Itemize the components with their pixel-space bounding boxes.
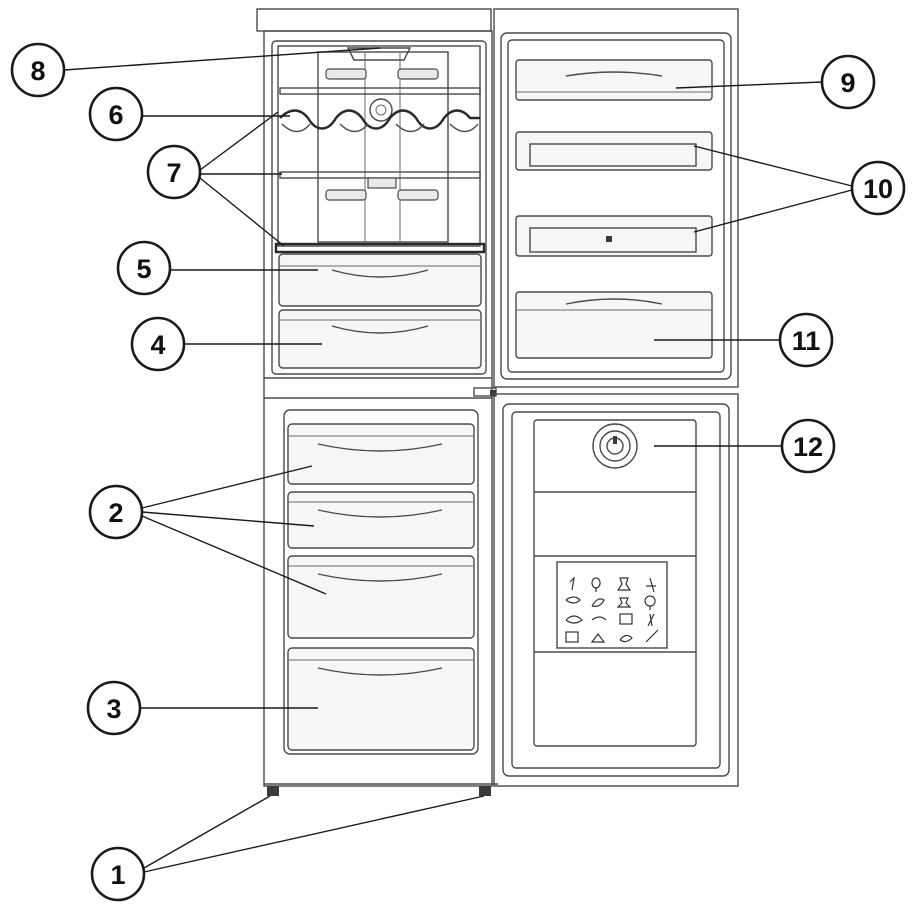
callout-2: 2: [88, 484, 144, 540]
callout-10: 10: [850, 160, 906, 216]
callout-label: 11: [792, 326, 821, 356]
crisper-drawer-lower: [278, 309, 482, 369]
callout-label: 12: [793, 432, 823, 462]
callout-label: 3: [106, 694, 121, 724]
callout-3: 3: [86, 680, 142, 736]
glass-shelf-lower: [274, 242, 486, 254]
freezing-chart: [556, 561, 668, 649]
callout-12: 12: [780, 418, 836, 474]
food-icons: [565, 576, 659, 643]
door-bin-bottom: [515, 291, 713, 359]
callout-label: 1: [110, 860, 125, 890]
leader-lines: [63, 47, 853, 873]
callout-label: 6: [108, 100, 123, 130]
fridge-compartment: [271, 40, 487, 375]
light-cover: [325, 47, 439, 80]
callout-8: 8: [10, 42, 66, 98]
callout-4: 4: [130, 316, 186, 372]
door-bin-middle-1: [515, 131, 713, 171]
freezer-drawer-1: [287, 423, 475, 485]
wine-rack: [279, 109, 480, 133]
callout-11: 11: [778, 312, 834, 368]
callout-5: 5: [116, 240, 172, 296]
door-bin-top: [515, 59, 713, 101]
cabinet-body: [256, 8, 498, 787]
callout-label: 4: [150, 330, 165, 360]
freezer-drawer-3: [287, 555, 475, 639]
callout-7: 7: [146, 144, 202, 200]
adjustable-feet: [267, 786, 491, 796]
freezer-door: [493, 393, 739, 787]
glass-shelf-middle: [279, 171, 481, 201]
crisper-drawer-upper: [278, 253, 482, 307]
callout-label: 2: [108, 498, 123, 528]
callout-label: 5: [136, 254, 151, 284]
callout-label: 10: [863, 174, 893, 204]
glass-shelf-upper: [279, 87, 481, 122]
callout-1: 1: [90, 846, 146, 902]
callout-9: 9: [820, 54, 876, 110]
freezer-drawer-bottom: [287, 647, 475, 751]
callout-6: 6: [88, 86, 144, 142]
door-bin-middle-2: [515, 215, 713, 257]
fridge-door: [493, 8, 739, 388]
callout-label: 8: [30, 56, 45, 86]
callout-label: 7: [166, 158, 181, 188]
callout-label: 9: [840, 68, 855, 98]
door-hinge: [473, 387, 497, 397]
freezer-compartment: [283, 409, 479, 755]
freezer-dial: [592, 423, 638, 469]
freezer-drawer-2: [287, 491, 475, 549]
